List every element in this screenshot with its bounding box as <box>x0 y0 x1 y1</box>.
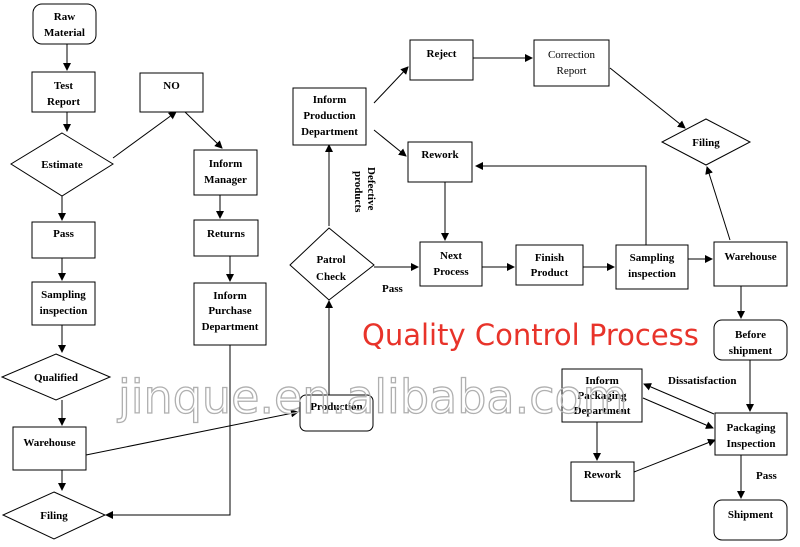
svg-text:Rework: Rework <box>421 149 459 161</box>
svg-text:Finish: Finish <box>535 252 564 264</box>
node-sampling-inspection-1: Sampling inspection <box>31 281 96 326</box>
svg-text:inspection: inspection <box>40 305 88 317</box>
svg-text:Estimate: Estimate <box>41 159 83 171</box>
svg-text:Test: Test <box>54 80 73 92</box>
svg-text:Purchase: Purchase <box>208 305 251 317</box>
label-pass-patrol: Pass <box>382 283 404 295</box>
edge-warehouse-2-to-filing-2 <box>705 166 731 241</box>
edge-inform-purchase-to-filing <box>105 345 231 519</box>
svg-text:Inform: Inform <box>313 94 347 106</box>
node-inform-packaging-department: Inform Packaging Department <box>561 368 643 423</box>
node-correction-report: Correction Report <box>533 39 610 87</box>
svg-text:Warehouse: Warehouse <box>23 437 75 449</box>
svg-text:NO: NO <box>163 80 180 92</box>
watermark-text: jinque.en.alibaba.com <box>117 370 627 424</box>
svg-text:Inform: Inform <box>213 290 247 302</box>
node-estimate: Estimate <box>10 132 114 197</box>
diagram-title: Quality Control Process <box>362 318 699 352</box>
svg-text:Report: Report <box>47 96 80 108</box>
nodes: Raw Material Test Report Estimate NO Inf… <box>0 3 788 541</box>
svg-text:Report: Report <box>557 65 587 77</box>
node-sampling-inspection-2: Sampling inspection <box>615 244 689 290</box>
svg-text:Packaging: Packaging <box>578 390 627 402</box>
edges <box>58 44 754 519</box>
label-products: products <box>352 171 364 213</box>
svg-text:Correction: Correction <box>548 49 596 61</box>
edge-estimate-to-no <box>112 111 177 159</box>
svg-text:Sampling: Sampling <box>41 289 86 301</box>
edge-correction-report-to-filing <box>609 67 686 129</box>
svg-text:Reject: Reject <box>427 48 457 60</box>
svg-text:Product: Product <box>531 267 569 279</box>
label-defective: Defective <box>365 167 377 210</box>
svg-text:shipment: shipment <box>729 345 773 357</box>
node-rework-1: Rework <box>407 141 473 183</box>
node-inform-manager: Inform Manager <box>193 149 258 196</box>
svg-text:Inspection: Inspection <box>727 438 776 450</box>
svg-text:Production: Production <box>303 110 355 122</box>
svg-text:Raw: Raw <box>54 11 75 23</box>
node-reject: Reject <box>409 39 474 81</box>
svg-text:Inform: Inform <box>585 375 619 387</box>
node-production: Production <box>299 394 374 432</box>
svg-text:inspection: inspection <box>628 268 676 280</box>
svg-text:Production: Production <box>310 401 362 413</box>
node-before-shipment: Before shipment <box>713 319 788 361</box>
svg-text:Filing: Filing <box>40 510 68 522</box>
edge-labels: Defective products Pass Dissatisfaction … <box>352 167 778 482</box>
node-filing-2: Filing <box>660 118 752 166</box>
svg-text:Before: Before <box>735 329 766 341</box>
node-inform-purchase-department: Inform Purchase Department <box>193 282 267 346</box>
edge-warehouse-to-production <box>85 409 299 456</box>
svg-text:Manager: Manager <box>204 174 247 186</box>
svg-text:Material: Material <box>44 27 85 39</box>
edge-packaging-inspection-to-inform-packaging <box>643 383 715 415</box>
label-pass-packaging: Pass <box>756 470 778 482</box>
node-qualified: Qualified <box>0 353 112 401</box>
svg-text:Inform: Inform <box>209 158 243 170</box>
edge-inform-packaging-to-packaging-inspection <box>642 397 714 429</box>
node-raw-material: Raw Material <box>32 3 97 45</box>
node-pass: Pass <box>31 221 96 259</box>
node-shipment: Shipment <box>713 499 788 541</box>
svg-text:Filing: Filing <box>692 137 720 149</box>
svg-text:Warehouse: Warehouse <box>724 251 776 263</box>
edge-inform-production-to-reject <box>373 66 409 104</box>
svg-text:Department: Department <box>301 126 358 138</box>
svg-text:Next: Next <box>440 250 462 262</box>
svg-text:Pass: Pass <box>53 228 75 240</box>
svg-text:Packaging: Packaging <box>727 422 776 434</box>
svg-text:Check: Check <box>316 271 347 283</box>
svg-text:Process: Process <box>433 266 469 278</box>
node-no: NO <box>139 72 204 113</box>
svg-text:Shipment: Shipment <box>728 509 774 521</box>
node-warehouse-1: Warehouse <box>12 426 87 471</box>
svg-text:Sampling: Sampling <box>630 252 675 264</box>
edge-rework-2-to-packaging-inspection <box>633 438 716 473</box>
svg-text:Qualified: Qualified <box>34 372 78 384</box>
svg-text:Patrol: Patrol <box>316 254 345 266</box>
node-next-process: Next Process <box>419 241 483 287</box>
node-test-report: Test Report <box>31 71 96 113</box>
edge-no-to-inform-manager <box>184 111 223 149</box>
node-patrol-check: Patrol Check <box>289 227 375 301</box>
node-warehouse-2: Warehouse <box>713 241 788 287</box>
svg-text:Department: Department <box>574 405 631 417</box>
edge-inform-production-to-rework <box>373 129 407 157</box>
node-returns: Returns <box>193 219 259 257</box>
node-finish-product: Finish Product <box>515 244 584 286</box>
node-inform-production-department: Inform Production Department <box>292 87 367 146</box>
node-packaging-inspection: Packaging Inspection <box>714 412 788 456</box>
label-dissatisfaction: Dissatisfaction <box>668 375 736 387</box>
svg-text:Department: Department <box>202 321 259 333</box>
edge-sampling-2-to-rework <box>475 162 647 245</box>
svg-text:Rework: Rework <box>584 469 622 481</box>
node-rework-2: Rework <box>570 461 635 502</box>
svg-text:Returns: Returns <box>207 228 246 240</box>
node-filing-1: Filing <box>1 491 107 540</box>
